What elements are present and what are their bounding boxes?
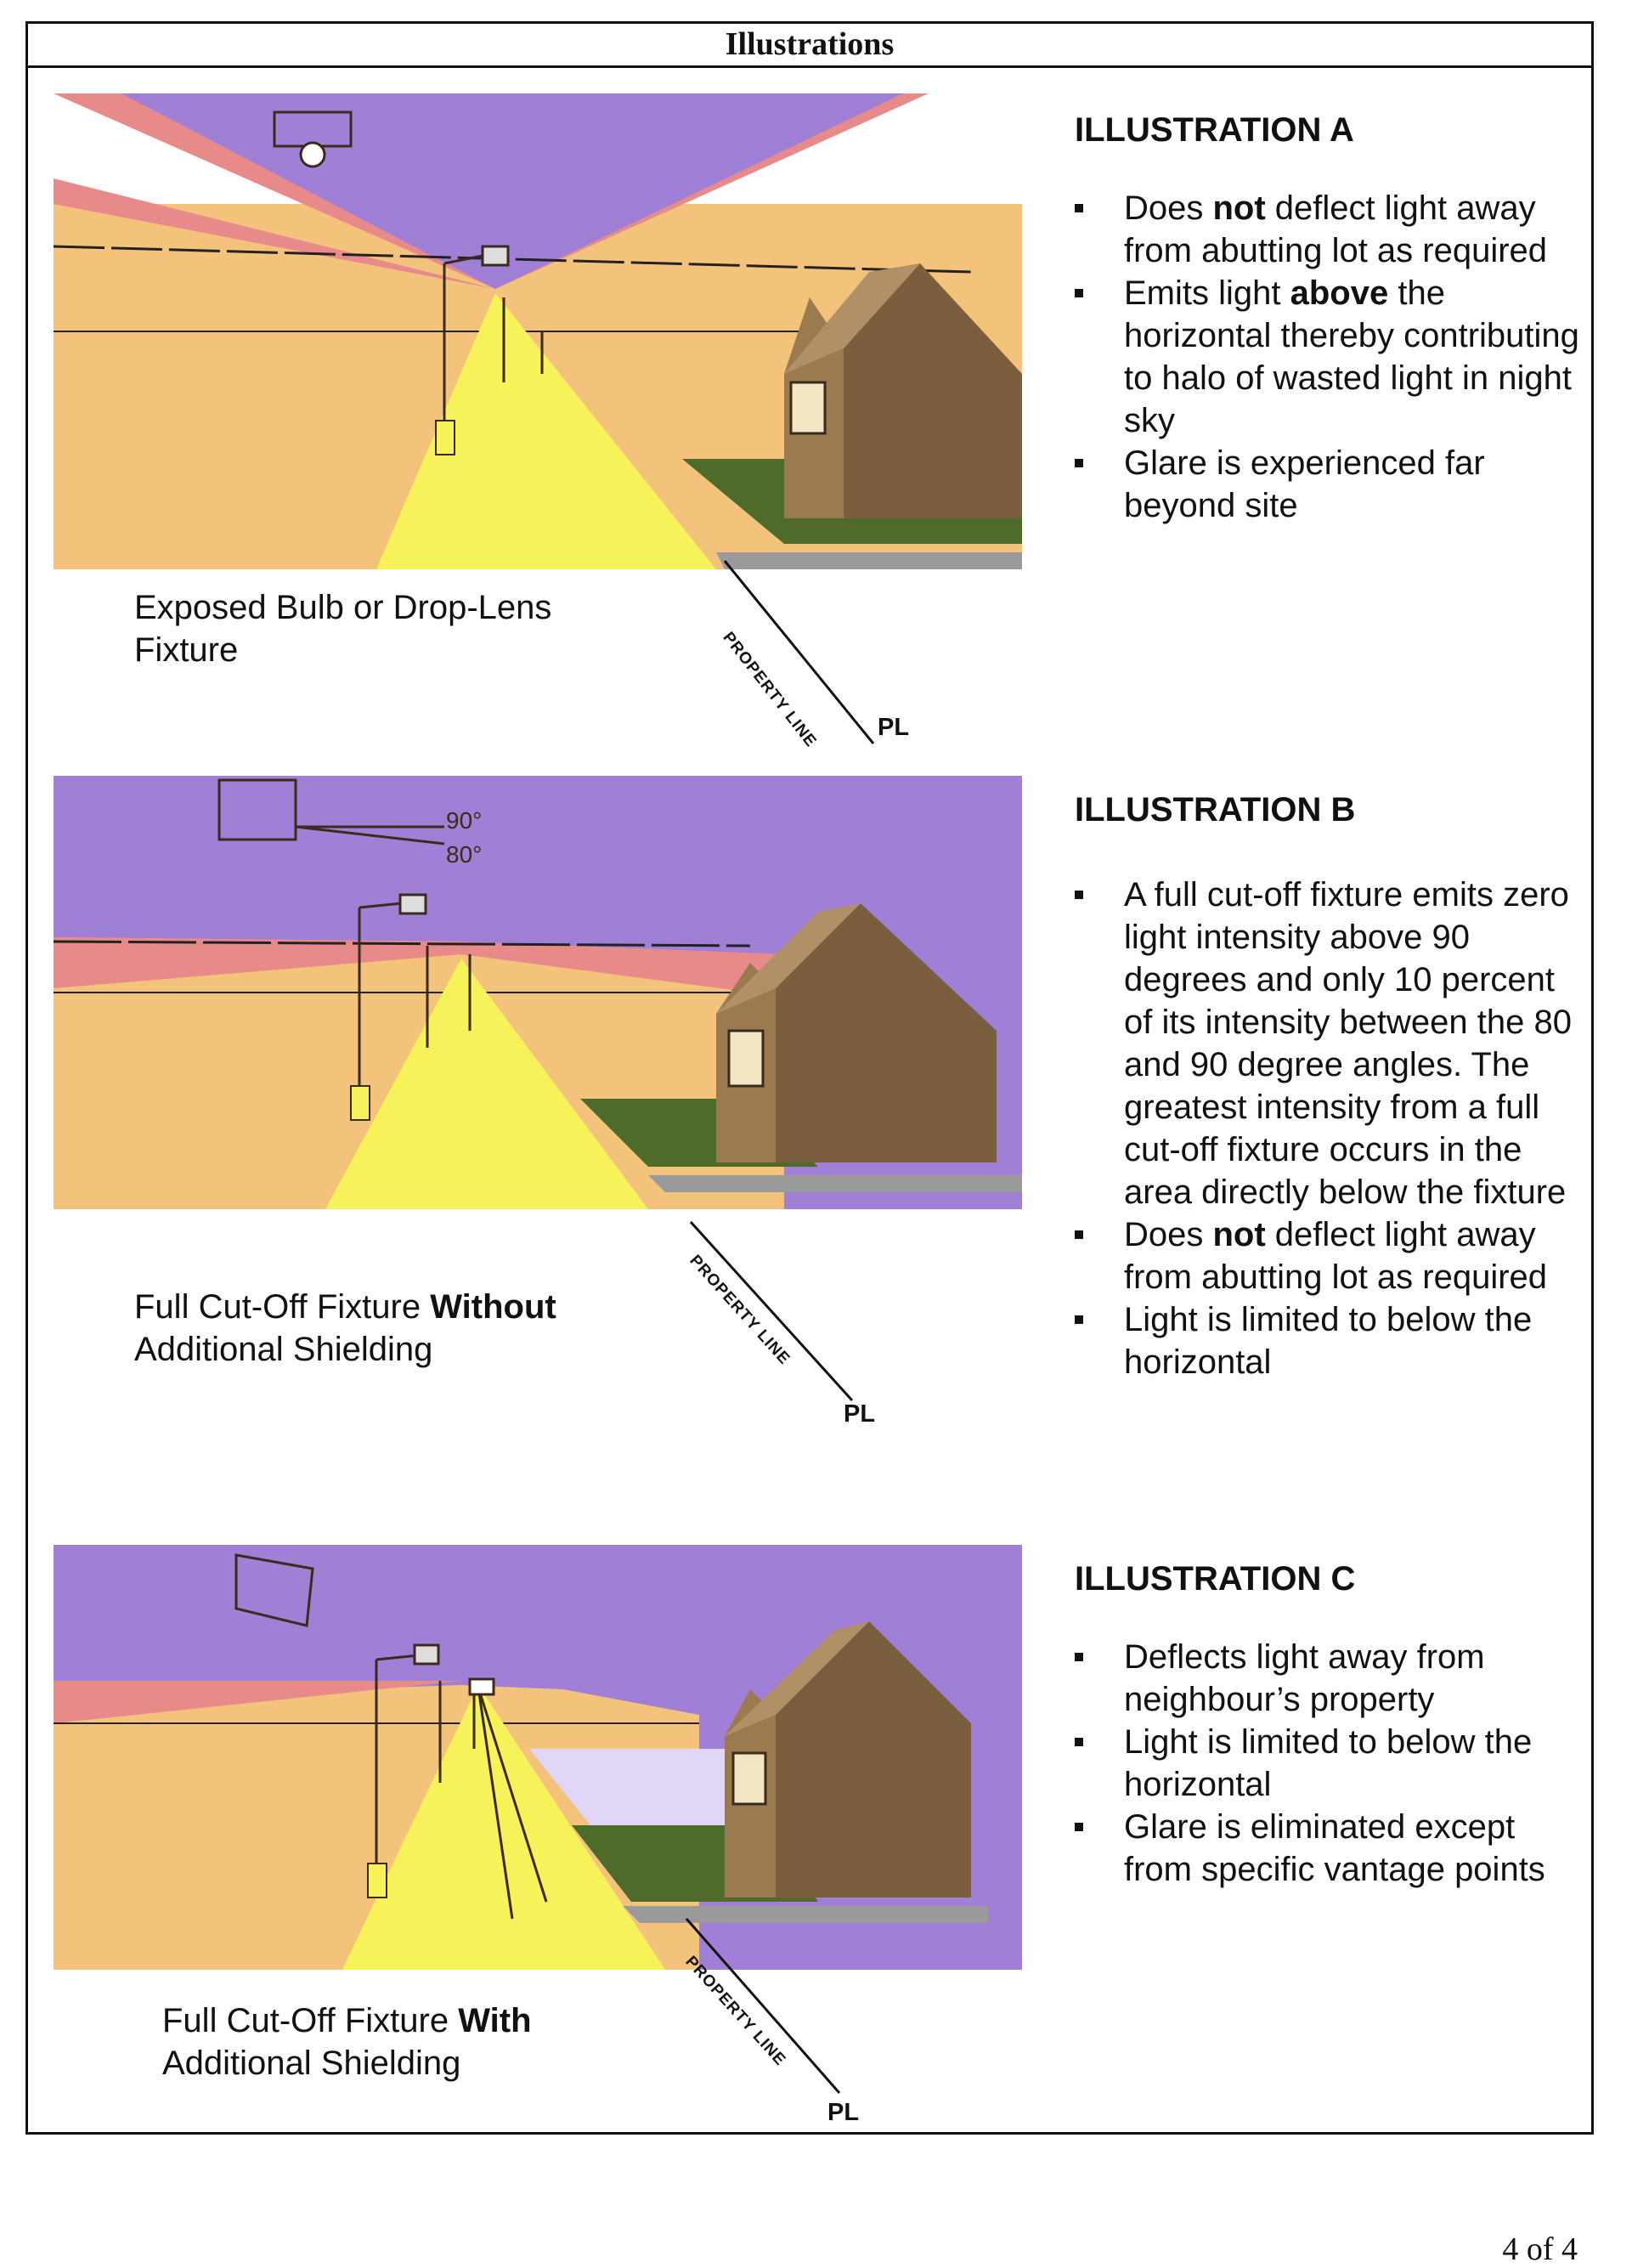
bullet-item: Glare is eliminated except from specific… (1075, 1806, 1584, 1891)
illustration-a: Exposed Bulb or Drop-Lens Fixture PROPER… (28, 68, 1591, 751)
pl-label: PL (878, 714, 910, 741)
property-line-marker (689, 1220, 854, 1402)
caption-line: Fixture (134, 631, 239, 669)
property-line-marker (723, 560, 875, 744)
illustration-a-notes: ILLUSTRATION A Does not deflect light aw… (1075, 109, 1584, 527)
pl-label: PL (844, 1400, 876, 1428)
illustration-b-graphic: 90° 80° (54, 776, 1022, 1209)
illustration-b-notes: ILLUSTRATION B A full cut-off fixture em… (1075, 789, 1584, 1383)
illustration-c-graphic (54, 1545, 1022, 1970)
illustration-a-graphic (54, 93, 1022, 569)
bullet-item: Does not deflect light away from abuttin… (1075, 187, 1584, 272)
angle-90-label: 90° (446, 807, 482, 834)
caption-line: Exposed Bulb or Drop-Lens (134, 589, 552, 626)
illustration-heading: ILLUSTRATION C (1075, 1560, 1356, 1598)
illustration-c-caption: Full Cut-Off Fixture With Additional Shi… (162, 1999, 532, 2084)
bullet-list: Deflects light away from neighbour’s pro… (1075, 1636, 1584, 1891)
page-title: Illustrations (28, 24, 1591, 68)
caption-line: Full Cut-Off Fixture With (162, 2002, 532, 2039)
caption-line: Additional Shielding (134, 1331, 433, 1368)
illustration-heading: ILLUSTRATION A (1075, 111, 1354, 149)
illustration-b-caption: Full Cut-Off Fixture Without Additional … (134, 1286, 556, 1371)
bullet-list: A full cut-off fixture emits zero light … (1075, 874, 1584, 1383)
illustration-heading: ILLUSTRATION B (1075, 791, 1356, 829)
bullet-item: Light is limited to below the horizontal (1075, 1721, 1584, 1806)
bullet-item: Deflects light away from neighbour’s pro… (1075, 1636, 1584, 1721)
document-frame: Illustrations (25, 21, 1594, 2135)
bullet-item: Glare is experienced far beyond site (1075, 442, 1584, 527)
illustration-b: 90° 80° Full Cut-Off Fixture Without Add… (28, 755, 1591, 1519)
bullet-list: Does not deflect light away from abuttin… (1075, 187, 1584, 527)
illustration-c-notes: ILLUSTRATION C Deflects light away from … (1075, 1558, 1584, 1891)
illustration-c: Full Cut-Off Fixture With Additional Shi… (28, 1528, 1591, 2126)
illustration-a-caption: Exposed Bulb or Drop-Lens Fixture (134, 586, 551, 671)
bullet-item: A full cut-off fixture emits zero light … (1075, 874, 1584, 1213)
caption-line: Full Cut-Off Fixture Without (134, 1288, 556, 1326)
bullet-item: Does not deflect light away from abuttin… (1075, 1213, 1584, 1298)
angle-80-label: 80° (446, 841, 482, 868)
bullet-item: Emits light above the horizontal thereby… (1075, 272, 1584, 442)
page-number: 4 of 4 (1502, 2231, 1578, 2267)
bullet-item: Light is limited to below the horizontal (1075, 1298, 1584, 1383)
pl-label: PL (827, 2099, 860, 2126)
caption-line: Additional Shielding (162, 2045, 461, 2082)
property-line-marker (685, 1918, 841, 2094)
